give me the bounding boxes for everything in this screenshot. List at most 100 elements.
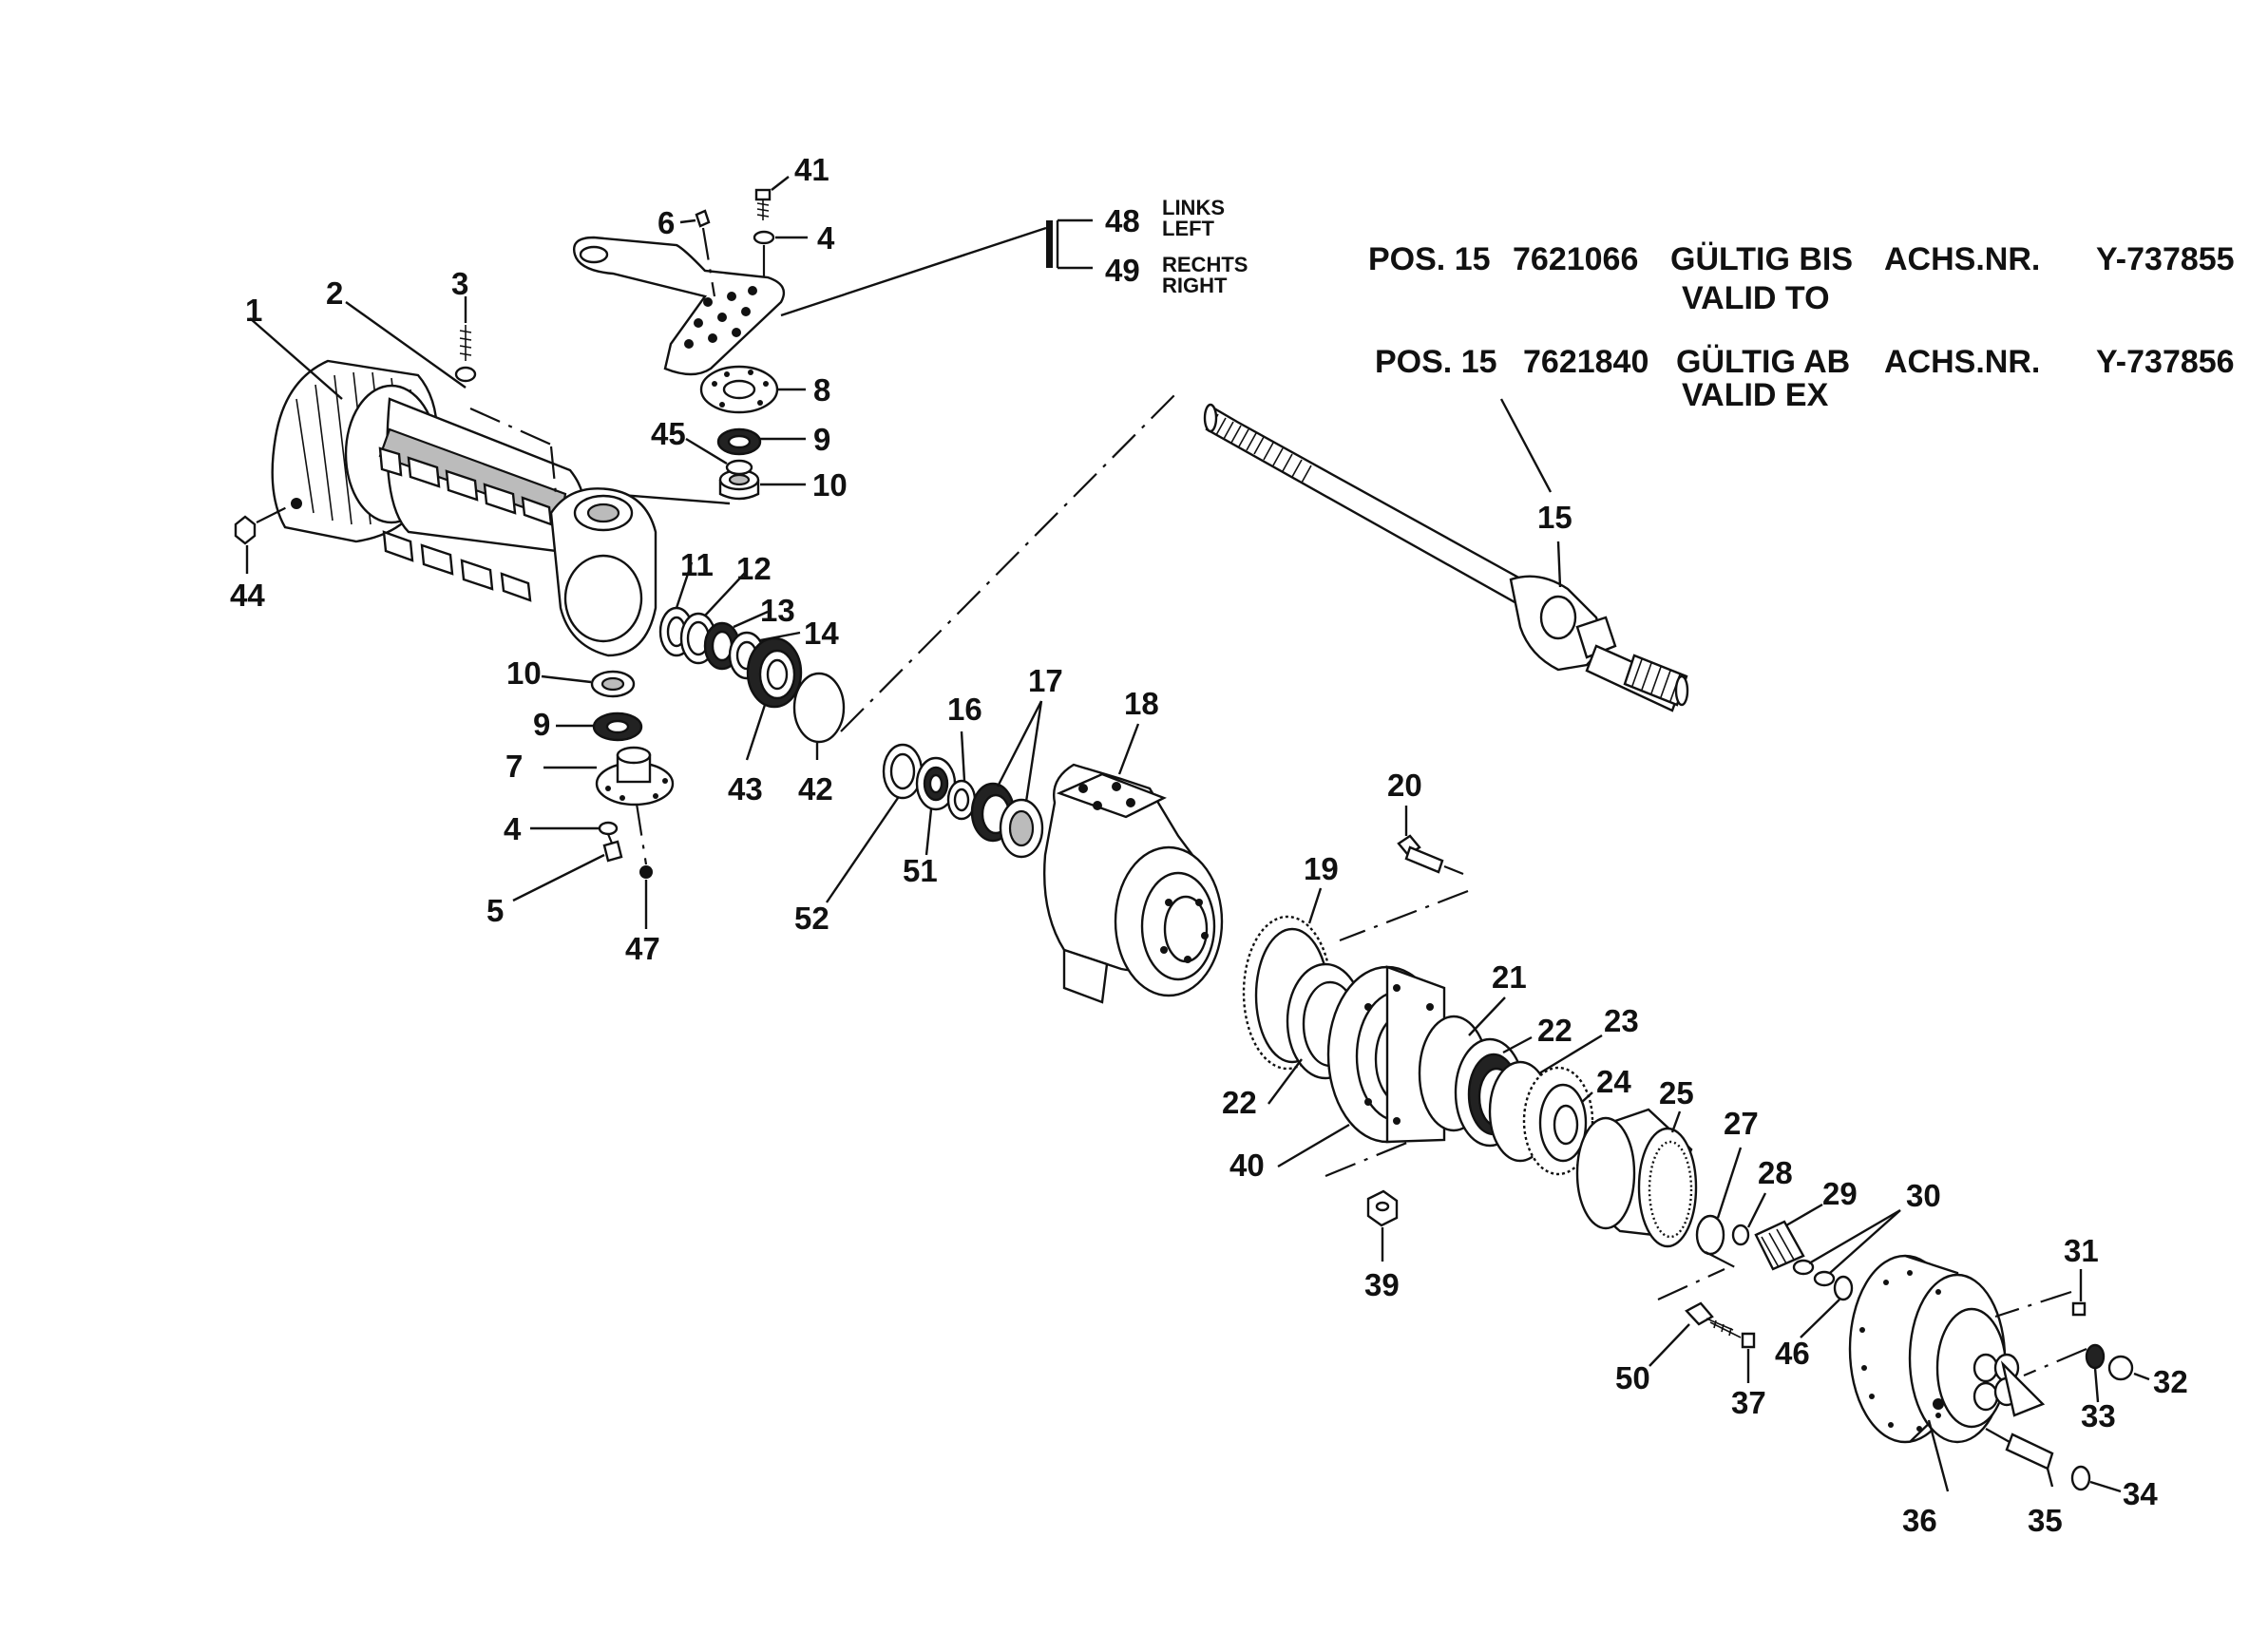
leader-32 [2133,1372,2150,1381]
bearing-10-top [718,468,806,501]
part-label-44: 44 [230,578,265,613]
part-label-41: 41 [794,152,829,187]
part-label-18: 18 [1124,686,1159,721]
note2-validity-en: VALID EX [1682,377,1829,413]
cap-7 [543,746,675,807]
grease-nipple-47 [635,803,653,929]
bushing-30 [1792,1208,1901,1287]
leader-51 [924,808,933,856]
part-label-52: 52 [794,901,829,936]
part-label-32: 32 [2153,1364,2188,1399]
leader-43 [745,704,767,761]
hand-left-en: LEFT [1162,217,1215,240]
part-label-51: 51 [903,853,938,888]
leader-17b [1024,700,1043,803]
bearing-17 [970,700,1044,859]
validity-note-1: POS. 15 7621066 GÜLTIG BIS ACHS.NR. Y-73… [1368,241,2235,316]
steering-arm-eye [579,245,609,264]
nut-44 [234,498,302,574]
bushing-13 [703,610,769,671]
part-label-30: 30 [1906,1178,1941,1213]
part-label-15: 15 [1537,500,1572,535]
hand-right-de: RECHTS [1162,253,1248,276]
part-label-6: 6 [658,205,675,240]
ring-gear-25 [1575,1108,1698,1248]
screw-37 [1709,1319,1756,1383]
leader-16 [960,731,966,782]
leader-29 [1785,1203,1823,1227]
part-label-9-bottom: 9 [533,707,550,742]
note2-axle: ACHS.NR. [1884,344,2040,380]
part-label-24: 24 [1596,1064,1631,1099]
leader-50 [1649,1323,1690,1367]
part-label-8: 8 [813,372,830,408]
knuckle-18 [1042,723,1224,1004]
leader-33 [2093,1367,2100,1403]
part-label-28: 28 [1758,1155,1793,1190]
part-label-46: 46 [1775,1336,1810,1371]
plate-8 [699,365,806,414]
leader-12 [704,571,747,617]
leader-13 [733,610,769,629]
part-labels: 1 2 3 4 4 5 6 7 8 9 9 10 10 11 12 13 14 … [230,152,2188,1538]
oring-34 [2070,1465,2122,1493]
part-label-22a: 22 [1222,1085,1257,1120]
part-label-19: 19 [1304,851,1339,886]
part-label-23: 23 [1604,1003,1639,1038]
screw-35 [1985,1428,2054,1488]
part-label-9-top: 9 [813,422,830,457]
part-label-42: 42 [798,771,833,807]
part-label-7: 7 [505,749,523,784]
part-label-25: 25 [1659,1075,1694,1110]
bushing-45 [685,437,753,476]
leader-15 [1556,541,1562,588]
hand-bar-dark [1046,220,1053,268]
part-label-35: 35 [2028,1503,2063,1538]
part-label-33: 33 [2081,1398,2116,1433]
leader-52 [826,797,899,903]
part-label-11: 11 [680,547,714,582]
part-label-17: 17 [1028,663,1063,698]
leader-1 [249,317,343,400]
note1-pos: POS. 15 [1368,241,1491,277]
part-label-40: 40 [1229,1148,1265,1183]
note2-part-no: 7621840 [1523,344,1649,380]
note1-axle: ACHS.NR. [1884,241,2040,277]
handedness-key: 48 LINKS LEFT 49 RECHTS RIGHT [780,196,1248,317]
part-label-4-top: 4 [817,220,835,256]
note2-validity: GÜLTIG AB [1676,344,1850,380]
leader-48-arm [780,226,1047,317]
seal-9-bottom [556,712,643,742]
part-label-21: 21 [1492,959,1527,995]
nut-39 [1366,1189,1399,1262]
leader-5 [512,853,605,902]
leader-35 [2046,1468,2054,1488]
washer-28 [1731,1192,1767,1246]
bearing-43 [745,636,803,761]
leader-11 [675,561,694,609]
part-label-3: 3 [451,266,468,301]
leader-41 [771,176,790,191]
leader-30b [1829,1209,1901,1274]
part-label-13: 13 [760,593,795,628]
washer-4-bottom [530,821,619,846]
part-label-16: 16 [947,692,982,727]
note1-validity-en: VALID TO [1682,280,1830,316]
leader-24 [1581,1091,1593,1103]
seal-52 [826,743,924,903]
part-label-1: 1 [245,293,262,328]
leader-46 [1800,1299,1840,1338]
hub-cover-36 [1848,1254,2046,1492]
note1-serial: Y-737855 [2096,241,2235,277]
note2-pos: POS. 15 [1375,344,1497,380]
steering-arm-body [573,236,786,376]
part-label-36: 36 [1902,1503,1937,1538]
leader-10-bottom [541,674,592,684]
part-label-39: 39 [1364,1267,1400,1302]
part-label-2: 2 [326,275,343,311]
leader-40 [1277,1123,1350,1168]
part-label-48: 48 [1105,203,1140,238]
leader-23 [1538,1034,1603,1075]
part-label-14: 14 [804,616,839,651]
